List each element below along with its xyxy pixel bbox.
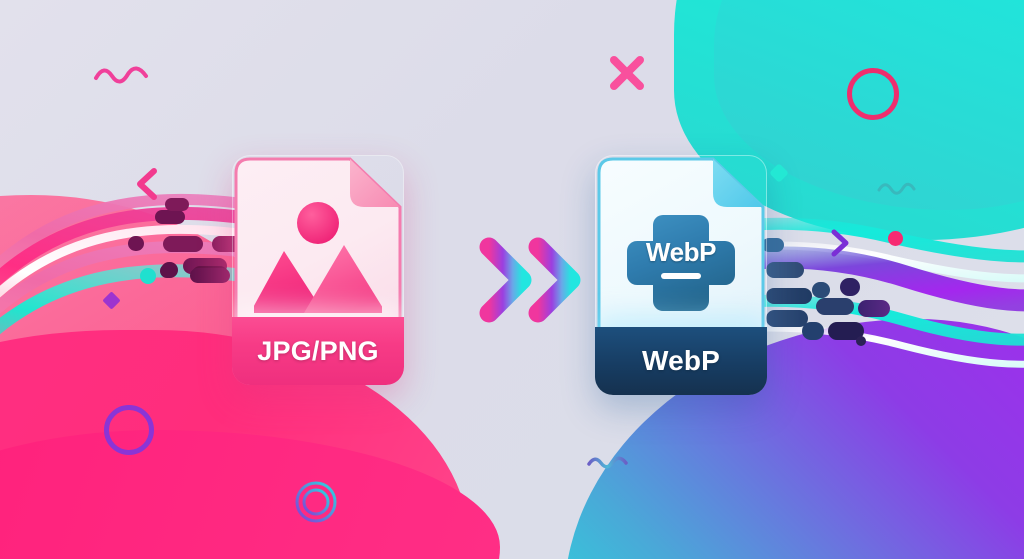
conversion-arrow (427, 237, 581, 323)
chevron-left-pink (137, 168, 157, 200)
ring-purple-bottom-left (104, 405, 154, 455)
webp-badge-text: WebP (645, 237, 717, 267)
dot-pink-right (888, 231, 903, 246)
source-card-label: JPG/PNG (232, 317, 404, 385)
squiggle-teal-right (877, 182, 916, 195)
cross-mark-pink (610, 56, 644, 90)
webp-badge-underline (661, 273, 701, 279)
webp-plus-badge-icon: WebP (627, 213, 735, 313)
source-file-card[interactable]: JPG/PNG (232, 155, 404, 385)
image-placeholder-icon (254, 202, 382, 313)
squiggle-pink-top-left (94, 66, 148, 84)
double-ring-gradient (295, 481, 337, 523)
squiggle-blue-bottom-center (587, 456, 628, 469)
ring-pink-top-right (847, 68, 899, 120)
target-file-card[interactable]: WebP WebP (595, 155, 767, 395)
chevron-right-purple (831, 229, 849, 257)
target-card-label: WebP (595, 327, 767, 395)
